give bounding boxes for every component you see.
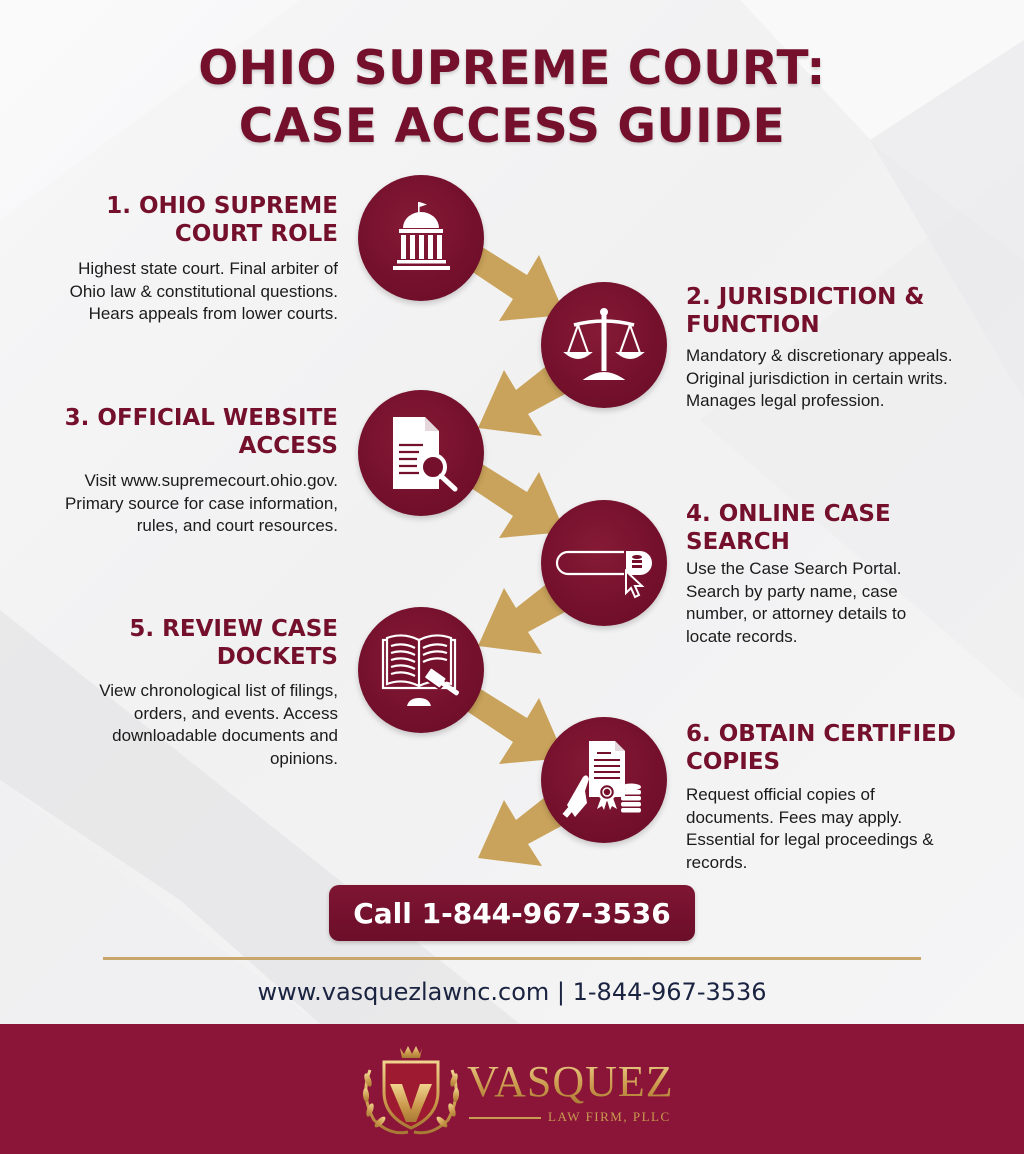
footer-band <box>0 1024 1024 1154</box>
arrow-1-to-2-icon <box>465 245 565 321</box>
courthouse-icon <box>393 202 450 270</box>
step-3-description: Visit www.supremecourt.ohio.gov. Primary… <box>64 471 338 535</box>
step-6-icon-circle <box>541 717 667 843</box>
step-1-description: Highest state court. Final arbiter of Oh… <box>69 259 338 323</box>
call-button-label: Call 1-844-967-3536 <box>353 896 671 930</box>
contact-line[interactable]: www.vasquezlawnc.com | 1-844-967-3536 <box>257 978 767 1006</box>
arrow-5-to-6-icon <box>465 688 565 764</box>
scales-of-justice-icon <box>563 308 645 380</box>
search-bar-cursor-icon <box>555 550 652 599</box>
step-4-description: Use the Case Search Portal. Search by pa… <box>686 559 907 646</box>
step-3-heading: 3. OFFICIAL WEBSITE ACCESS <box>64 405 338 459</box>
certificate-hand-coins-icon <box>562 741 641 818</box>
step-4-icon-circle <box>541 500 667 626</box>
step-1-heading: 1. OHIO SUPREME COURT ROLE <box>106 193 338 247</box>
step-2-heading: 2. JURISDICTION & FUNCTION <box>686 284 925 338</box>
page-title: OHIO SUPREME COURT: CASE ACCESS GUIDE <box>0 40 1024 156</box>
step-5-icon-circle <box>358 607 484 733</box>
step-3-icon-circle <box>358 390 484 516</box>
call-phone-button[interactable]: Call 1-844-967-3536 <box>329 885 695 941</box>
step-6-heading: 6. OBTAIN CERTIFIED COPIES <box>686 721 956 775</box>
gold-divider <box>103 957 921 960</box>
title-line-2: CASE ACCESS GUIDE <box>238 99 786 154</box>
logo-name: VASQUEZ <box>467 1057 674 1106</box>
document-search-icon <box>393 417 458 492</box>
step-2-icon-circle <box>541 282 667 408</box>
step-1-icon-circle <box>358 175 484 301</box>
firm-logo[interactable]: VASQUEZ LAW FIRM, PLLC <box>356 1040 676 1140</box>
logo-subtitle: LAW FIRM, PLLC <box>548 1109 671 1124</box>
logo-rule <box>469 1117 541 1119</box>
step-4-heading: 4. ONLINE CASE SEARCH <box>686 501 891 555</box>
arrow-3-to-4-icon <box>465 462 565 538</box>
title-line-1: OHIO SUPREME COURT: <box>198 41 826 96</box>
book-gavel-icon <box>381 634 459 706</box>
step-5-description: View chronological list of filings, orde… <box>99 681 338 768</box>
step-6-description: Request official copies of documents. Fe… <box>686 785 934 872</box>
crest-shield-icon <box>362 1046 460 1135</box>
step-2-description: Mandatory & discretionary appeals. Origi… <box>686 346 953 410</box>
step-5-heading: 5. REVIEW CASE DOCKETS <box>129 616 338 670</box>
